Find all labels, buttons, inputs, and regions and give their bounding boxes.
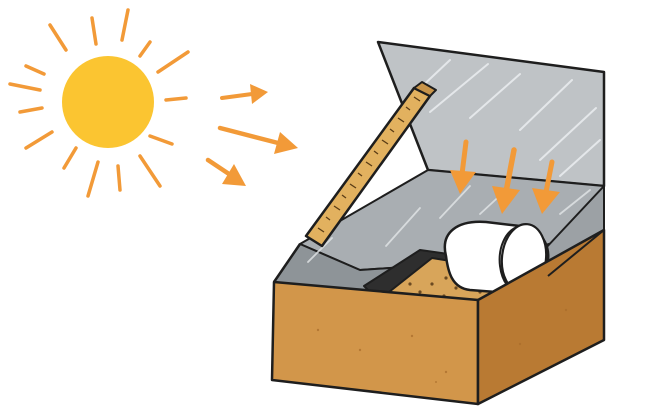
arrow-right-icon [222, 84, 268, 104]
sunlight-arrows [208, 84, 298, 186]
arrow-right-icon [220, 128, 298, 154]
arrow-right-icon [208, 160, 246, 186]
sun-disc [62, 56, 154, 148]
sun-icon [10, 10, 188, 196]
